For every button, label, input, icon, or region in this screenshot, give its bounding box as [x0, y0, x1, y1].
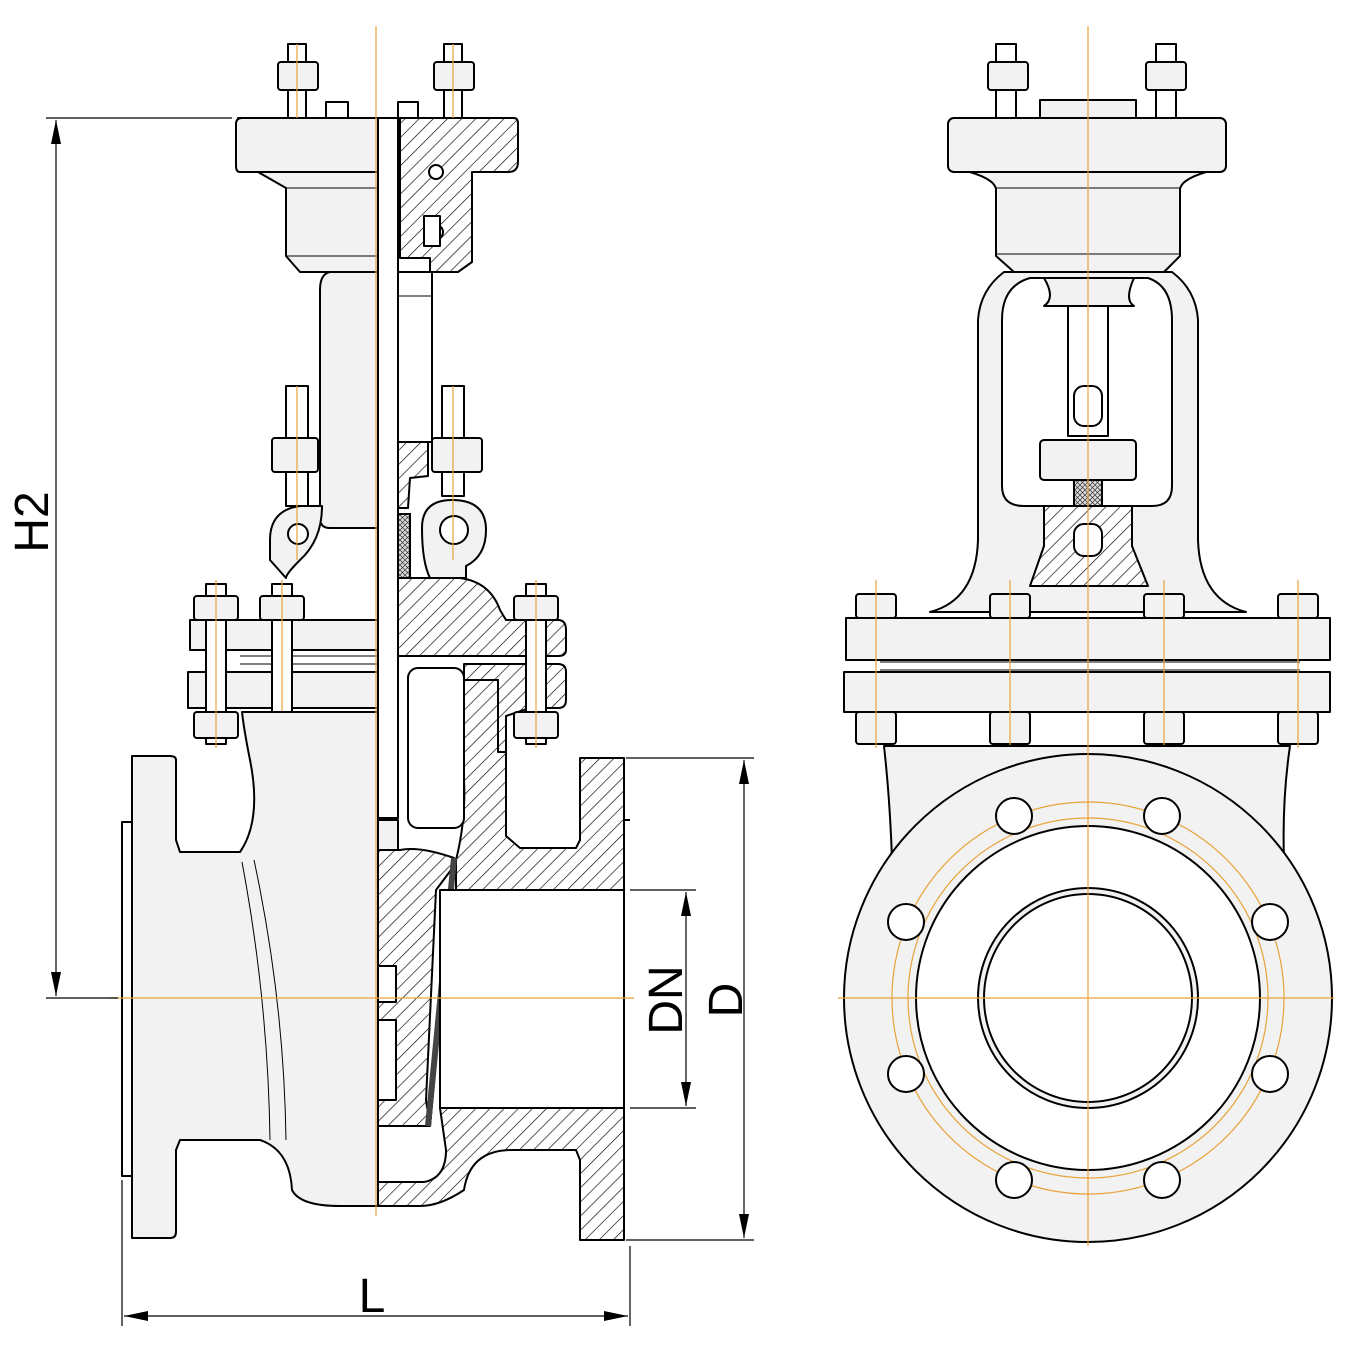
- gland-bolts: [269, 385, 487, 579]
- side-top-cap: [947, 43, 1227, 273]
- flange-bolt-holes: [887, 797, 1289, 1199]
- stem: [377, 117, 399, 819]
- dimension-label-d: D: [700, 983, 753, 1018]
- side-body-flange: [843, 617, 1331, 713]
- front-section-view: [108, 26, 634, 1241]
- side-view: [838, 26, 1334, 1246]
- side-flange-bolts: [855, 580, 1319, 748]
- bonnet-body-flange: [187, 577, 567, 753]
- dimensions: H2 L DN D: [6, 117, 754, 1326]
- dimension-label-dn: DN: [640, 965, 693, 1034]
- bore: [439, 889, 625, 1109]
- dimension-label-h2: H2: [6, 491, 59, 552]
- dimension-label-l: L: [359, 1270, 386, 1323]
- valve-body-left: [121, 711, 379, 1239]
- bonnet-top-cap: [235, 43, 519, 273]
